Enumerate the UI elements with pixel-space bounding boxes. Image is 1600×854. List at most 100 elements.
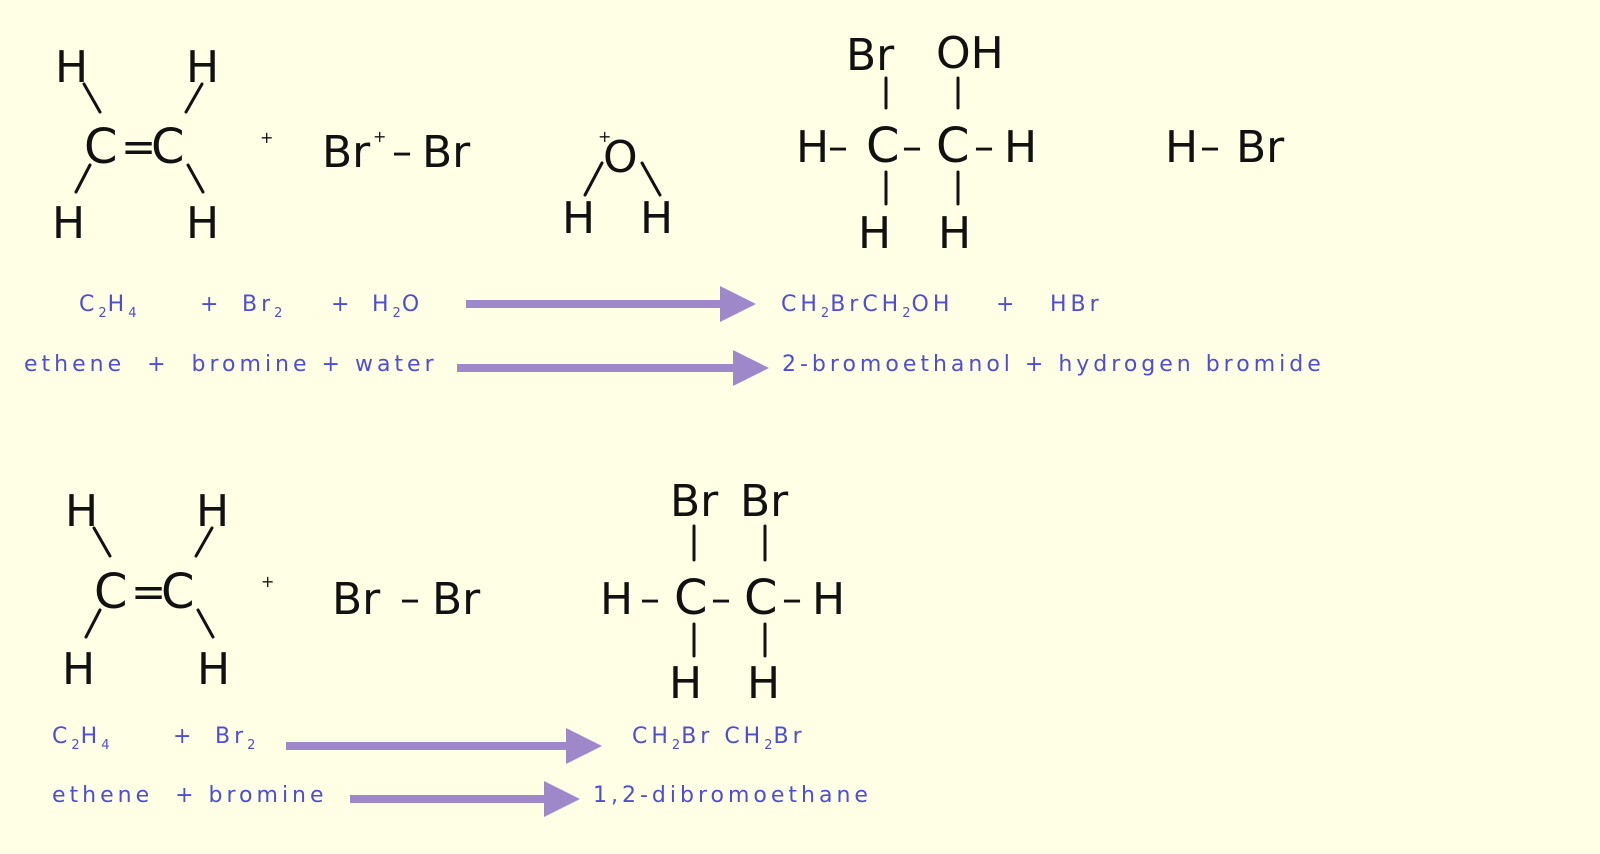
water-structure: + O H H <box>562 127 673 244</box>
formula-text: CH <box>781 292 821 317</box>
subscript: 2 <box>247 738 257 753</box>
single-bond: – <box>782 576 802 622</box>
bromine-formula: Br2 <box>242 292 283 321</box>
bond <box>82 82 102 114</box>
atom-h: H <box>52 198 85 249</box>
bromine-structure-2: Br – Br <box>332 574 481 625</box>
atom-h: H <box>812 574 845 625</box>
single-bond: – <box>902 124 922 170</box>
dibromoethane-structure: Br Br H – C – C – H H H <box>600 476 845 709</box>
subscript: 2 <box>392 306 402 321</box>
charge-label: + <box>598 127 611 146</box>
single-bond: – <box>392 129 412 175</box>
formula-text: Br <box>242 292 275 317</box>
ethene-structure-1: H H H H C = C <box>52 42 219 249</box>
ethene-structure-2: H H H H C = C <box>62 486 230 695</box>
atom-c: C <box>936 118 970 174</box>
subscript: 4 <box>128 306 138 321</box>
reaction-2-structures: H H H H C = C + Br – Br Br Br H – C <box>62 476 845 709</box>
atom-h: H <box>640 193 673 244</box>
bromine-formula-2: Br2 <box>215 724 256 753</box>
atom-oh: OH <box>936 28 1004 79</box>
subscript: 2 <box>71 738 81 753</box>
single-bond: – <box>1200 124 1220 170</box>
single-bond: – <box>828 124 848 170</box>
formula-text: OH <box>911 292 954 317</box>
atom-c: C <box>151 119 185 175</box>
bond <box>640 161 662 197</box>
formula-text: O <box>401 292 424 317</box>
bond <box>92 526 112 558</box>
bromoethanol-structure: Br OH H – C – C – H H H <box>796 28 1037 259</box>
atom-br: Br <box>846 30 895 81</box>
atom-h: H <box>600 574 633 625</box>
atom-br: Br <box>670 476 719 527</box>
reaction-2-reactant-words: ethene + bromine <box>52 783 328 808</box>
plus-sign: + <box>200 292 223 317</box>
dibromoethane-formula: CH2Br CH2Br <box>632 724 806 753</box>
subscript: 2 <box>820 306 831 321</box>
subscript: 2 <box>764 738 774 753</box>
plus-sign: + <box>173 724 196 749</box>
formula-text: CH <box>632 724 672 749</box>
formula-text: C <box>79 292 99 317</box>
bromoethanol-formula: CH2BrCH2OH <box>781 292 953 321</box>
plus-sign: + <box>331 292 354 317</box>
reaction-1-reactant-formulas: C2H4 <box>79 292 137 321</box>
formula-text: BrCH <box>830 292 903 317</box>
formula-text: C <box>52 724 72 749</box>
atom-h: H <box>1004 122 1037 173</box>
subscript: 4 <box>101 738 111 753</box>
atom-h: H <box>197 644 230 695</box>
hydrogen-bromide-structure: H – Br <box>1165 122 1285 173</box>
subscript: 2 <box>98 306 108 321</box>
water-formula: H2O <box>372 292 423 321</box>
plus-sign: + <box>996 292 1019 317</box>
single-bond: – <box>711 576 731 622</box>
bromine-structure-1: Br + – Br <box>322 127 471 178</box>
single-bond: – <box>400 576 420 622</box>
double-bond: = <box>121 122 156 171</box>
bond <box>186 163 205 194</box>
subscript: 2 <box>902 306 912 321</box>
atom-h: H <box>186 198 219 249</box>
plus-sign: + <box>260 128 273 147</box>
atom-br: Br <box>332 574 381 625</box>
single-bond: – <box>974 124 994 170</box>
atom-h: H <box>858 208 891 259</box>
double-bond: = <box>131 567 166 616</box>
reaction-2-reactant-formulas: C2H4 <box>52 724 110 753</box>
atom-br: Br <box>432 574 481 625</box>
bond <box>184 82 204 114</box>
atom-h: H <box>938 208 971 259</box>
single-bond: – <box>640 576 660 622</box>
reaction-2-word-arrow <box>350 781 580 817</box>
reaction-2-formula-arrow <box>286 728 602 764</box>
formula-text: Br <box>773 724 806 749</box>
atom-h: H <box>669 658 702 709</box>
atom-h: H <box>55 42 88 93</box>
charge-label: + <box>373 127 386 146</box>
reaction-1-formula-arrow <box>466 286 756 322</box>
atom-h: H <box>1165 122 1198 173</box>
formula-text: H <box>80 724 102 749</box>
reaction-1-structures: H H H H C = C + Br + – Br + O H H <box>52 28 1285 259</box>
bond <box>583 161 604 197</box>
atom-br: Br <box>422 127 471 178</box>
atom-br: Br <box>322 127 371 178</box>
bond <box>196 608 215 639</box>
reaction-1-product-words: 2-bromoethanol + hydrogen bromide <box>782 352 1325 377</box>
reaction-1-word-arrow <box>457 350 769 386</box>
hydrogen-bromide-formula: HBr <box>1050 292 1103 317</box>
plus-sign: + <box>261 572 274 591</box>
atom-br: Br <box>740 476 789 527</box>
reaction-2-product-words: 1,2-dibromoethane <box>593 783 872 808</box>
reaction-1-reactant-words: ethene + bromine + water <box>24 352 438 377</box>
atom-h: H <box>562 193 595 244</box>
subscript: 2 <box>274 306 284 321</box>
atom-h: H <box>747 658 780 709</box>
formula-text: Br <box>215 724 248 749</box>
bond <box>74 163 92 194</box>
atom-h: H <box>62 644 95 695</box>
